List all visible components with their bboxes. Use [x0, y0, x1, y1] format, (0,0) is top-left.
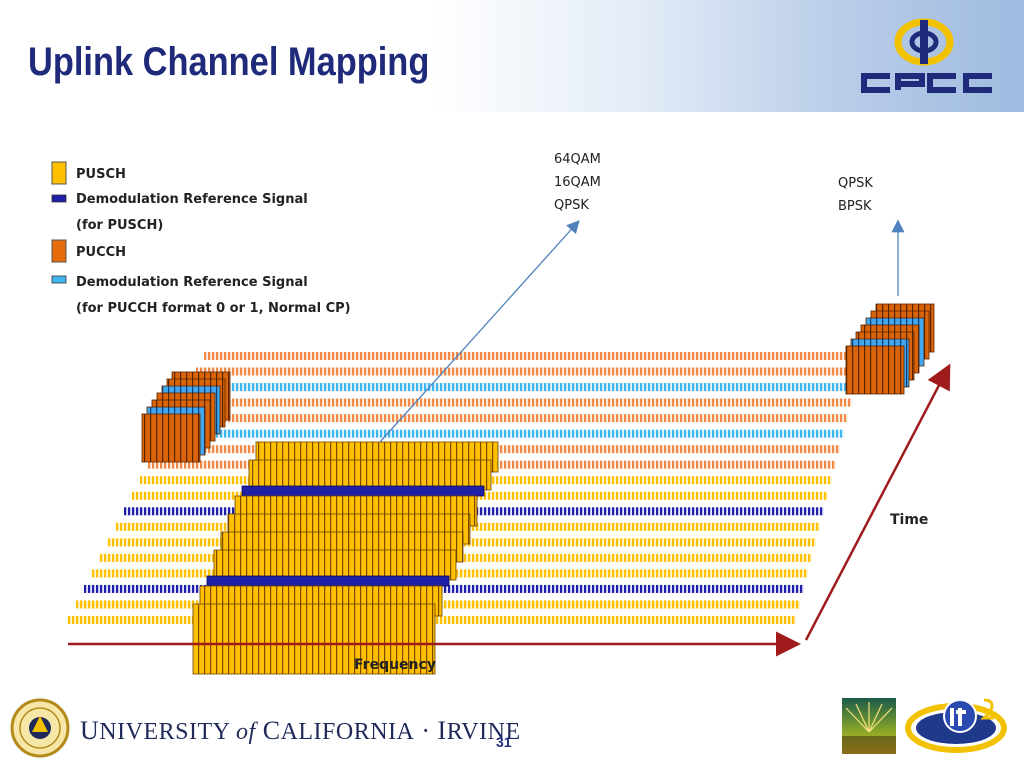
- university-name-part: NIVERSITY: [99, 719, 237, 745]
- pusch-modulation-arrow: [379, 220, 580, 443]
- footer: UNIVERSITY of CALIFORNIA · IRVINE 31: [0, 690, 1024, 768]
- pucch-modulation-item: QPSK: [838, 176, 873, 191]
- frequency-axis-label: Frequency: [354, 657, 436, 673]
- pusch-dmrs-slab: [206, 575, 450, 587]
- university-name-part: C: [255, 716, 281, 745]
- grid-symbol-strip: [188, 383, 856, 392]
- slide-title: Uplink Channel Mapping: [28, 40, 430, 84]
- time-axis: [804, 363, 951, 641]
- legend-swatch-pucch: [51, 239, 67, 263]
- university-name-part: U: [80, 716, 100, 745]
- pucch-block-right: [845, 303, 935, 395]
- legend-label: PUCCH: [76, 245, 126, 260]
- pusch-modulation-list: 64QAM 16QAM QPSK: [554, 152, 601, 213]
- pusch-modulation-item: QPSK: [554, 198, 589, 213]
- pusch-slab: [213, 549, 457, 581]
- cpcc-logo: [861, 18, 992, 93]
- pucch-block-left: [141, 371, 231, 463]
- uplink-mapping-diagram: Frequency Time 64QAM 16QAM QPSK QPSK BPS…: [51, 152, 951, 675]
- grid-symbol-strip: [84, 584, 804, 593]
- legend-label: (for PUCCH format 0 or 1, Normal CP): [76, 301, 351, 316]
- time-axis-label: Time: [890, 512, 928, 528]
- cpcc-logo-text: [861, 73, 992, 93]
- uc-seal-logo: [10, 698, 70, 758]
- pusch-modulation-item: 64QAM: [554, 152, 601, 167]
- grid-symbol-strip: [172, 414, 848, 423]
- pusch-dmrs-slab: [241, 485, 485, 497]
- grid-symbol-strip: [164, 429, 844, 438]
- grid-symbol-strip: [180, 398, 852, 407]
- university-name-part: RVINE: [446, 719, 521, 745]
- it2-logo: [905, 698, 1007, 753]
- pusch-slab: [248, 459, 492, 491]
- legend-label: (for PUSCH): [76, 218, 163, 233]
- legend-swatch-pusch-dmrs: [51, 194, 67, 203]
- university-name-part: of: [236, 719, 256, 745]
- university-name-part: · I: [414, 716, 447, 745]
- pucch-slab: [141, 413, 201, 463]
- pusch-slab: [192, 603, 436, 675]
- pucch-modulation-item: BPSK: [838, 199, 872, 214]
- page-number: 31: [496, 734, 512, 750]
- legend-label: Demodulation Reference Signal: [76, 192, 308, 207]
- legend-swatch-pucch-dmrs: [51, 275, 67, 284]
- grid-symbol-strip: [204, 352, 864, 360]
- grid-symbol-strip: [196, 367, 860, 376]
- legend-label: Demodulation Reference Signal: [76, 275, 308, 290]
- pucch-slab: [845, 345, 905, 395]
- university-name: UNIVERSITY of CALIFORNIA · IRVINE: [80, 716, 521, 746]
- ucirvine-logo: [842, 698, 896, 754]
- university-name-part: ALIFORNIA: [280, 719, 415, 745]
- header-band: [0, 0, 1024, 112]
- cpcc-logo-mark: [894, 18, 954, 66]
- pusch-block: [192, 441, 499, 675]
- pucch-modulation-list: QPSK BPSK: [838, 176, 873, 214]
- legend-label: PUSCH: [76, 167, 126, 182]
- legend: PUSCH Demodulation Reference Signal (for…: [51, 161, 351, 316]
- pusch-modulation-item: 16QAM: [554, 175, 601, 190]
- legend-swatch-pusch: [51, 161, 67, 185]
